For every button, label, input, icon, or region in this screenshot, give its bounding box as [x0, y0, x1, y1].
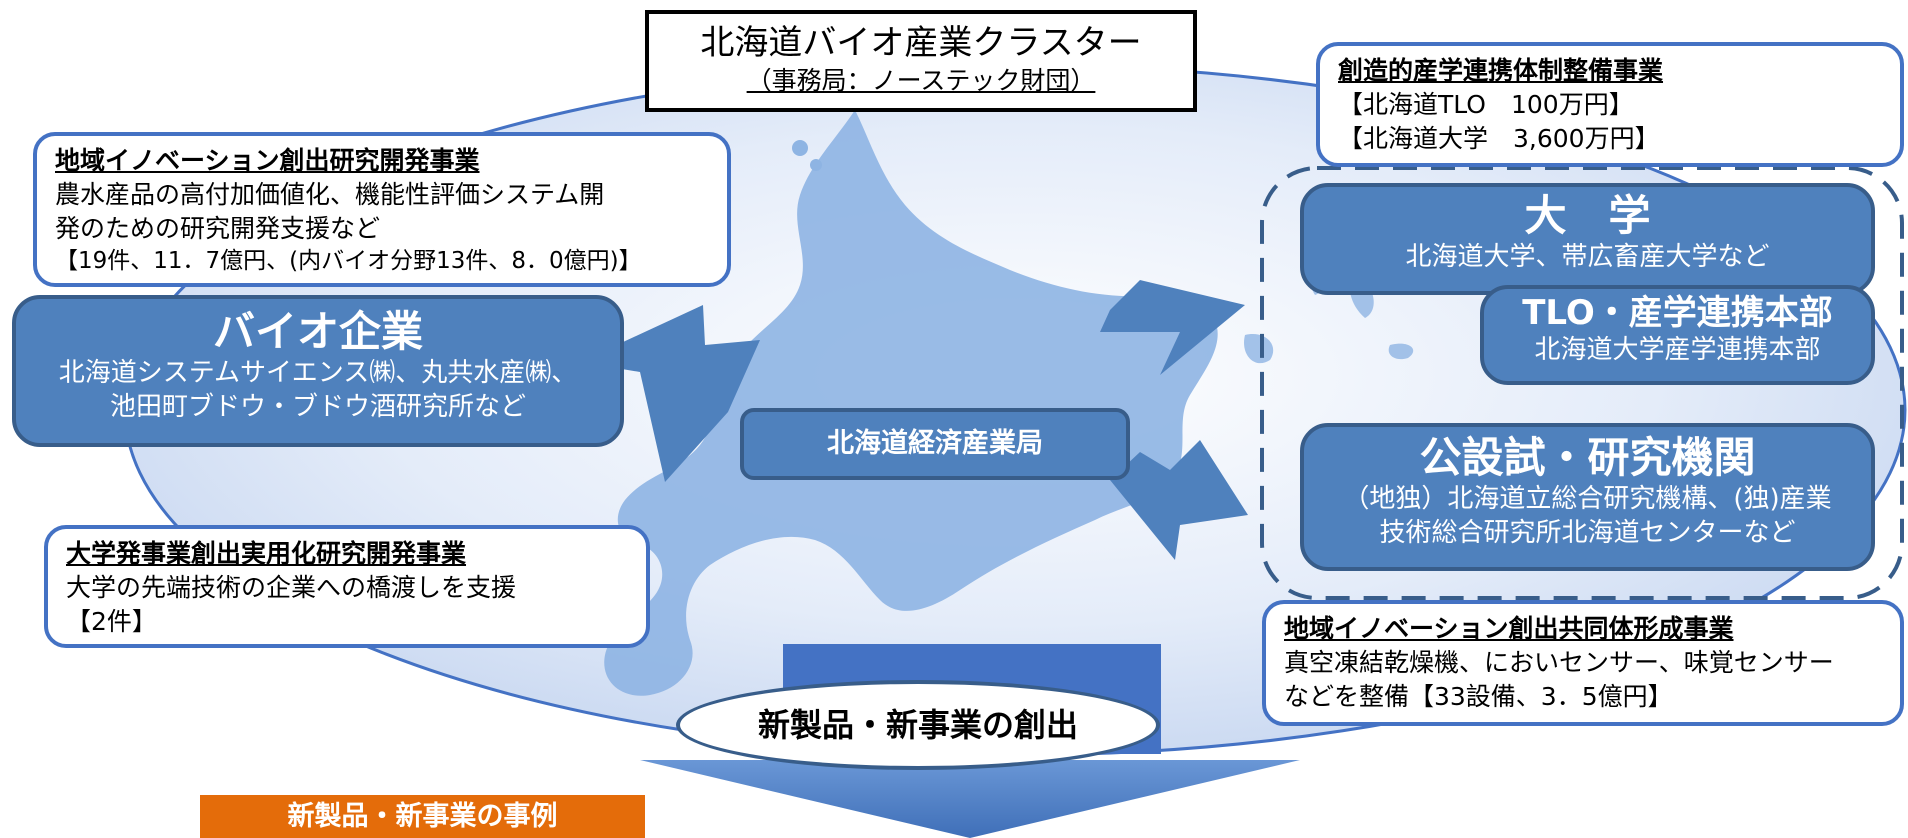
public-research-line: （地独）北海道立総合研究機構、(独)産業	[1343, 484, 1832, 515]
community-line: などを整備【33設備、3．5億円】	[1284, 682, 1673, 711]
university-startup-line: 【2件】	[66, 607, 157, 636]
university-title: 大 学	[1524, 191, 1651, 240]
regional-rd-callout: 地域イノベーション創出研究開発事業 農水産品の高付加価値化、機能性評価システム開…	[33, 132, 731, 287]
bio-companies-title: バイオ企業	[212, 307, 423, 356]
examples-tab: 新製品・新事業の事例	[200, 795, 645, 838]
community-callout: 地域イノベーション創出共同体形成事業 真空凍結乾燥機、においセンサー、味覚センサ…	[1262, 600, 1904, 726]
map-island-2	[1388, 343, 1414, 360]
arrow-to-public-research	[1110, 440, 1248, 560]
university-startup-title: 大学発事業創出実用化研究開発事業	[66, 539, 467, 568]
regional-rd-line: 【19件、11．7億円、(内バイオ分野13件、8．0億円)】	[55, 248, 642, 274]
outcome-arrow-head	[640, 760, 1300, 838]
public-research-title: 公設試・研究機関	[1419, 433, 1756, 482]
regional-rd-line: 発のための研究開発支援など	[55, 214, 381, 243]
bureau-box: 北海道経済産業局	[740, 408, 1130, 480]
bureau-label: 北海道経済産業局	[827, 428, 1043, 459]
bio-companies-line: 北海道システムサイエンス㈱、丸共水産㈱、	[58, 358, 578, 389]
regional-rd-title: 地域イノベーション創出研究開発事業	[55, 146, 480, 175]
cluster-title: 北海道バイオ産業クラスター	[700, 23, 1142, 63]
creative-collab-line: 【北海道TLO 100万円】	[1338, 90, 1634, 119]
university-startup-line: 大学の先端技術の企業への橋渡しを支援	[66, 573, 517, 602]
hokkaido-map	[604, 110, 1218, 696]
outcome-oval: 新製品・新事業の創出	[676, 680, 1160, 770]
creative-collab-line: 【北海道大学 3,600万円】	[1338, 124, 1660, 153]
public-research-line: 技術総合研究所北海道センターなど	[1379, 518, 1796, 549]
public-research-box: 公設試・研究機関 （地独）北海道立総合研究機構、(独)産業 技術総合研究所北海道…	[1300, 423, 1875, 571]
arrow-to-university	[1100, 280, 1245, 375]
map-island-6	[810, 159, 822, 171]
creative-collab-callout: 創造的産学連携体制整備事業 【北海道TLO 100万円】 【北海道大学 3,60…	[1316, 42, 1904, 167]
tlo-box: TLO・産学連携本部 北海道大学産学連携本部	[1480, 285, 1875, 385]
community-line: 真空凍結乾燥機、においセンサー、味覚センサー	[1284, 648, 1834, 677]
map-island-1	[1244, 334, 1274, 364]
bio-companies-line: 池田町ブドウ・ブドウ酒研究所など	[109, 392, 526, 423]
cluster-subtitle: （事務局：ノーステック財団）	[746, 65, 1096, 95]
tlo-line: 北海道大学産学連携本部	[1534, 334, 1821, 365]
arrow-to-bio-companies	[580, 305, 760, 482]
research-group-border	[1260, 166, 1904, 600]
examples-tab-label: 新製品・新事業の事例	[287, 801, 558, 832]
bio-companies-box: バイオ企業 北海道システムサイエンス㈱、丸共水産㈱、 池田町ブドウ・ブドウ酒研究…	[12, 295, 624, 447]
creative-collab-title: 創造的産学連携体制整備事業	[1338, 56, 1664, 85]
cluster-title-box: 北海道バイオ産業クラスター （事務局：ノーステック財団）	[645, 10, 1197, 112]
community-title: 地域イノベーション創出共同体形成事業	[1284, 614, 1734, 643]
outcome-label: 新製品・新事業の創出	[757, 706, 1078, 744]
university-line: 北海道大学、帯広畜産大学など	[1405, 242, 1770, 273]
university-box: 大 学 北海道大学、帯広畜産大学など	[1300, 183, 1875, 295]
regional-rd-line: 農水産品の高付加価値化、機能性評価システム開	[55, 180, 605, 209]
tlo-title: TLO・産学連携本部	[1522, 293, 1833, 333]
map-island-5	[792, 140, 808, 156]
university-startup-callout: 大学発事業創出実用化研究開発事業 大学の先端技術の企業への橋渡しを支援 【2件】	[44, 525, 650, 648]
